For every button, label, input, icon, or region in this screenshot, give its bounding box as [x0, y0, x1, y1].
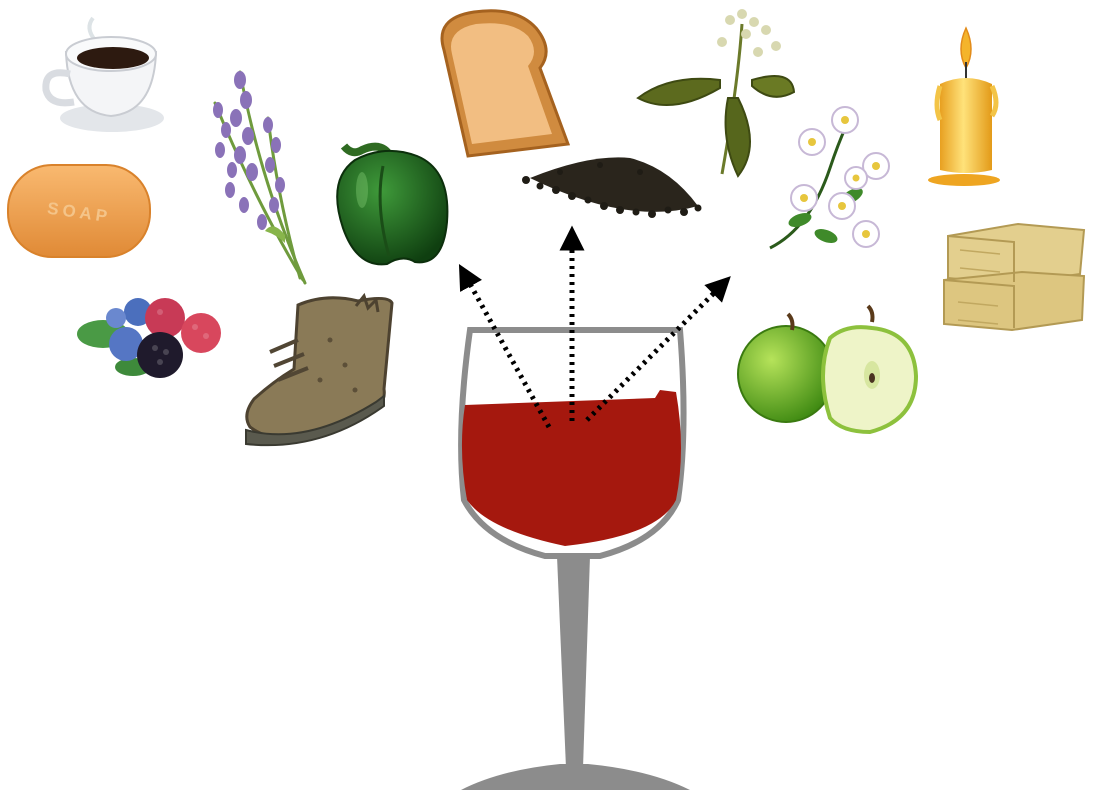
soap-bar-icon: SOAP: [8, 165, 150, 257]
old-boot-icon: [246, 296, 392, 445]
wine-fill: [462, 390, 681, 546]
toast-icon: [442, 11, 568, 156]
wine-glass-icon: [461, 330, 690, 790]
lavender-icon: [213, 71, 305, 283]
mixed-berries-icon: [77, 298, 221, 378]
white-flowers-icon: [770, 107, 889, 248]
herb-sprig-icon: [638, 9, 794, 176]
hay-bales-icon: [944, 224, 1084, 330]
candle-icon: [928, 28, 1000, 186]
green-apple-icon: [738, 306, 916, 432]
green-pepper-icon: [337, 146, 447, 264]
coffee-cup-icon: [46, 18, 164, 132]
black-pepper-icon: [522, 157, 702, 218]
